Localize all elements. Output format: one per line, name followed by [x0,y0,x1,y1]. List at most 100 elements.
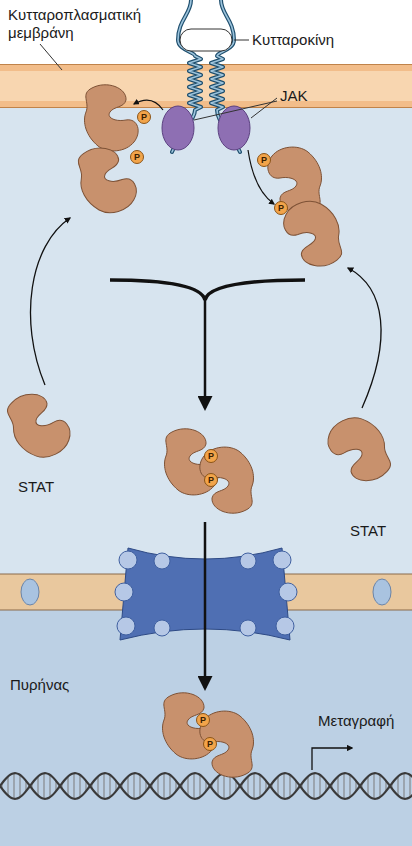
base-pair [290,775,291,798]
base-pair [134,773,135,799]
base-pair [128,776,129,795]
leader-line [194,101,277,120]
leader-line [251,98,277,118]
stat-protein [281,197,345,271]
base-pair [338,776,339,795]
base-pair [44,773,45,799]
membrane-edge [0,107,412,108]
pore-subunit [240,620,256,636]
nuclear-stat-dimer [163,693,254,777]
curved-arrow [248,150,274,204]
base-pair [224,773,225,799]
base-pair [404,773,405,799]
arrows [30,100,381,408]
base-pair [278,776,279,795]
base-pair [368,776,369,795]
base-pair [68,776,69,795]
pore-subunit [273,551,291,569]
base-pair [254,773,255,799]
base-pair [188,776,189,795]
base-pair [8,776,9,795]
dna-strand [0,773,412,799]
base-pair [230,775,231,798]
stat-protein [3,385,76,466]
curved-arrow [348,268,381,408]
arrow [204,522,207,688]
base-pair [140,775,141,798]
base-pair [284,773,285,799]
stat-label: STAT [18,478,54,496]
phosphate-label: P [200,716,206,725]
base-pair [398,776,399,795]
leader-line [40,44,62,70]
extracellular-ground [0,0,412,64]
stat-protein [200,447,254,513]
pore-subunit [276,617,294,635]
base-pair [350,775,351,798]
base-pair [344,773,345,799]
cytokine-label: Κυτταροκίνη [252,31,334,49]
pore-subunit [119,551,137,569]
transcription-label: Μεταγραφή [318,712,394,730]
envelope-spot [373,579,391,605]
stat-protein [322,410,395,491]
phosphate-circle: P [274,201,288,215]
jak-shape [162,106,194,150]
cytokine-shape [180,29,232,51]
phosphate-label: P [141,113,147,122]
jak-kinases [162,106,250,150]
phosphate-label: P [134,153,140,162]
base-pair [194,773,195,799]
base-pair [410,775,411,798]
base-pair [218,776,219,795]
pore-subunit [117,617,135,635]
base-pair [80,775,81,798]
phosphate-circle: P [204,473,218,487]
transcription-arrow [312,748,352,770]
pore-subunit [279,583,297,601]
phosphate-circle: P [130,150,144,164]
phosphate-circle: P [137,110,151,124]
phosphate-circle: P [257,153,271,167]
base-pair [164,773,165,799]
membrane-core [0,71,412,101]
dna-helix [0,773,412,799]
base-pair [20,775,21,798]
arrow [204,298,207,408]
stat-dimer [165,429,254,513]
base-pair [38,776,39,795]
base-pair [170,775,171,798]
base-pair [314,773,315,799]
base-pair [248,776,249,795]
base-pair [104,773,105,799]
stat-protein [85,85,139,151]
pore-subunit [154,620,170,636]
pore-subunit [115,583,133,601]
plasma-membrane [0,64,412,108]
envelope-spot [21,579,39,605]
base-pair [74,773,75,799]
phosphate-label: P [278,204,284,213]
base-pair [50,775,51,798]
base-pair [320,775,321,798]
base-pair [14,773,15,799]
phosphate-circle: P [203,737,217,751]
membrane-band [0,64,412,108]
membrane-edge [0,64,412,65]
stat-protein [165,429,219,495]
phosphate-circle: P [196,713,210,727]
base-pair [98,776,99,795]
base-pair [260,775,261,798]
stat-label: STAT [350,522,386,540]
base-pair [158,776,159,795]
jak-label: JAK [280,87,308,105]
base-pair [200,775,201,798]
base-pair [308,776,309,795]
jak-shape [218,106,250,150]
curved-arrow [30,218,70,385]
base-pair [110,775,111,798]
phosphate-circle: P [204,449,218,463]
cytoplasm-ground [0,108,412,592]
phosphate-label: P [208,452,214,461]
